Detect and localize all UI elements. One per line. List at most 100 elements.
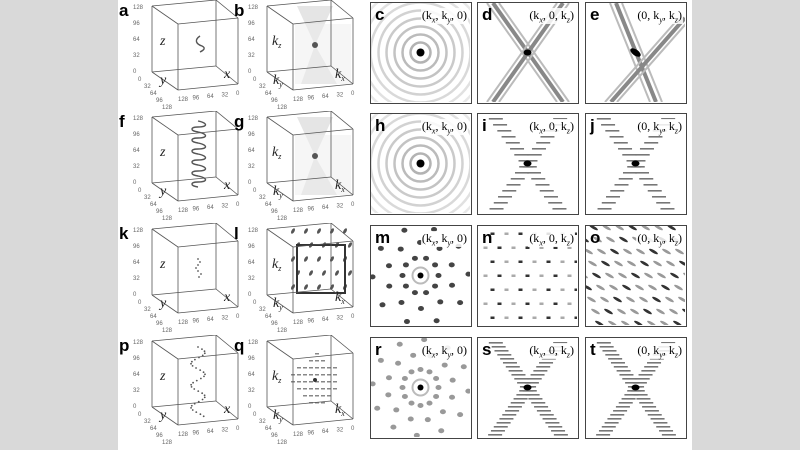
z-tick: 64 — [248, 260, 255, 266]
diffraction-slice-panel: o(0, ky, kz) — [585, 225, 687, 327]
fringe — [517, 382, 532, 384]
label-text: , k — [662, 231, 675, 245]
ky-axis-label: ky — [273, 184, 283, 200]
panel-letter: b — [234, 1, 245, 20]
fringe — [618, 148, 633, 150]
cube-edge — [151, 335, 217, 342]
lattice-spot — [490, 260, 495, 263]
lattice-spot — [574, 232, 577, 235]
label-text: (k — [529, 119, 540, 133]
x-tick: 0 — [236, 426, 240, 432]
fringe — [535, 184, 550, 186]
cube-edge — [266, 340, 294, 360]
central-peak — [631, 384, 640, 391]
streak — [673, 320, 682, 325]
lattice-spot — [511, 274, 516, 277]
lattice-spot — [403, 319, 410, 325]
slice-plane-label: (0, ky, kz) — [636, 231, 683, 248]
z-tick: 128 — [133, 228, 144, 234]
fringe — [553, 342, 568, 344]
z-tick: 128 — [248, 340, 259, 346]
lattice-spot — [433, 394, 440, 399]
streak — [644, 272, 653, 279]
diffraction-slice-panel: i(kx, 0, kz) — [477, 113, 579, 215]
fringe — [497, 130, 512, 132]
label-text: , k — [662, 119, 675, 133]
panel-letter: q — [234, 336, 245, 355]
fringe — [596, 118, 611, 120]
streak — [615, 226, 624, 231]
fringe — [613, 410, 628, 412]
central-peak — [416, 159, 425, 168]
cube-edge — [330, 335, 354, 354]
lattice-spot — [574, 316, 577, 319]
label-text: ) — [570, 343, 574, 357]
label-text: ) — [678, 231, 682, 245]
fringe — [524, 382, 539, 384]
x-axis-label: x — [223, 290, 231, 305]
fringe — [613, 366, 628, 368]
label-subscript: z — [674, 15, 678, 25]
label-text: (0, k — [637, 343, 660, 357]
lattice-spot — [399, 385, 406, 390]
y-tick: 96 — [156, 209, 163, 215]
label-subscript: z — [566, 126, 570, 136]
fringe — [543, 196, 558, 198]
x-tick: 128 — [293, 97, 304, 103]
cube-edge — [177, 418, 239, 426]
streak — [614, 260, 623, 267]
panel-letter: k — [119, 224, 129, 243]
lattice-spot — [421, 338, 428, 343]
fringe — [644, 410, 659, 412]
z-tick: 128 — [248, 116, 259, 122]
z-tick: 96 — [133, 21, 140, 27]
streak — [670, 272, 679, 279]
fringe — [598, 430, 613, 432]
cross-streak — [609, 3, 651, 102]
cube-edge — [292, 17, 354, 25]
fringe — [618, 402, 633, 404]
fringe — [631, 160, 646, 162]
y-axis-label: y — [158, 73, 167, 88]
kx-axis-label: kx — [335, 290, 345, 306]
lattice-spot — [518, 316, 523, 319]
y-tick: 128 — [277, 105, 288, 110]
fringe — [661, 434, 676, 436]
lattice-spot — [393, 407, 400, 413]
streak — [602, 226, 611, 231]
cube-edge — [151, 65, 217, 73]
label-text: (k — [421, 231, 432, 245]
fringe — [527, 154, 542, 156]
cube-edge — [266, 294, 294, 314]
lattice-spot — [435, 273, 442, 278]
central-peak — [631, 160, 640, 167]
y-tick: 64 — [150, 426, 157, 432]
fringe — [619, 374, 634, 376]
structure-dotted-helix — [190, 346, 206, 418]
fringe — [493, 426, 508, 428]
label-subscript: z — [674, 238, 678, 248]
cube-edge — [177, 128, 239, 136]
fringe — [608, 358, 623, 360]
fringe — [506, 184, 521, 186]
streak — [640, 260, 649, 267]
kz-axis-label: kz — [272, 369, 282, 385]
streak — [623, 248, 632, 255]
ring — [393, 136, 448, 191]
lattice-spot — [417, 403, 424, 408]
x-tick: 32 — [222, 204, 229, 210]
streak — [630, 308, 639, 315]
cube-edge — [330, 65, 354, 85]
label-text: (k — [529, 8, 540, 22]
ky-axis-label: ky — [273, 73, 283, 89]
lattice-spot — [399, 273, 406, 278]
lattice-spot — [574, 288, 577, 291]
panel-letter: t — [590, 340, 596, 359]
panel-letter: l — [234, 224, 239, 243]
slice-plane-label: (kx, 0, kz) — [528, 119, 575, 136]
lattice-spot — [374, 405, 381, 411]
lattice-spot — [385, 375, 392, 381]
ring — [385, 128, 456, 199]
